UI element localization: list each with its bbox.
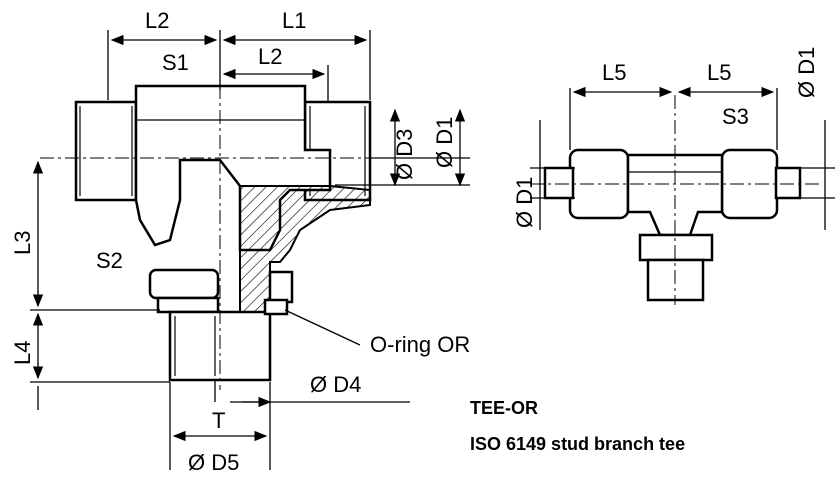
label-l2-inner: L2 xyxy=(258,44,282,69)
label-l3: L3 xyxy=(10,231,35,255)
label-d4: Ø D4 xyxy=(310,372,361,397)
stud-nut xyxy=(148,268,220,300)
right-tube xyxy=(774,166,802,200)
label-l4: L4 xyxy=(10,341,35,365)
label-s2: S2 xyxy=(96,248,123,273)
label-d1-top-right: Ø D1 xyxy=(794,47,819,98)
caption-code: TEE-OR xyxy=(470,398,538,418)
label-s1: S1 xyxy=(162,50,189,75)
label-t: T xyxy=(212,408,225,433)
left-thread-stub xyxy=(74,100,138,202)
label-d3: Ø D3 xyxy=(392,129,417,180)
main-dimensions xyxy=(30,30,470,470)
label-l1: L1 xyxy=(282,8,306,33)
side-view xyxy=(530,86,835,305)
label-l5-left: L5 xyxy=(602,60,626,85)
label-l5-right: L5 xyxy=(707,60,731,85)
side-washer xyxy=(638,233,714,262)
label-d1-main: Ø D1 xyxy=(432,117,457,168)
o-ring-section xyxy=(268,270,294,304)
label-s3: S3 xyxy=(722,104,749,129)
main-tee-view xyxy=(40,60,420,390)
label-o-ring: O-ring OR xyxy=(370,332,470,357)
label-d1-side: Ø D1 xyxy=(512,177,537,228)
caption-description: ISO 6149 stud branch tee xyxy=(470,434,685,454)
left-tube xyxy=(543,166,575,200)
label-l2-top: L2 xyxy=(145,8,169,33)
label-d5: Ø D5 xyxy=(188,450,239,475)
washer xyxy=(156,296,220,314)
